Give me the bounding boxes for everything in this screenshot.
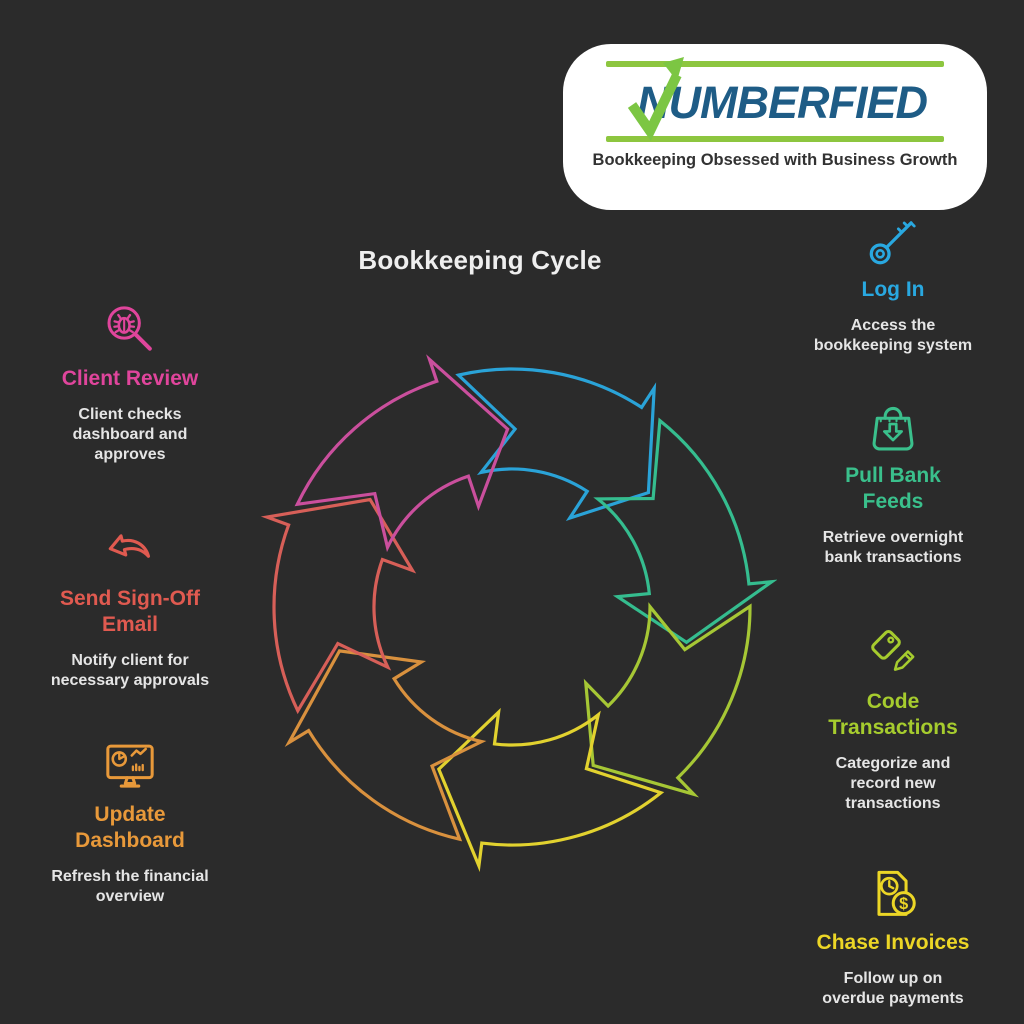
dashboard-monitor-icon — [102, 738, 158, 794]
step-title: Client Review — [61, 367, 199, 390]
logo-accent-line-top — [606, 61, 944, 67]
brand-tagline: Bookkeeping Obsessed with Business Growt… — [592, 151, 958, 169]
step-client-review: Client Review Client checks dashboard an… — [25, 302, 235, 465]
bookkeeping-cycle-diagram — [260, 354, 777, 872]
step-description: Refresh the financial overview — [51, 868, 209, 906]
brand-logo-card: NUMBERFIED Bookkeeping Obsessed with Bus… — [563, 44, 987, 210]
bag-download-icon — [865, 399, 921, 455]
cycle-arrow-7 — [294, 354, 510, 553]
cycle-arrow-3 — [583, 602, 752, 798]
key-icon — [865, 213, 921, 269]
step-update-dashboard: Update Dashboard Refresh the financial o… — [25, 738, 235, 907]
step-title: Pull Bank Feeds — [845, 464, 941, 514]
cycle-arrow-6 — [260, 497, 417, 715]
step-send-sign-off-email: Send Sign-Off Email Notify client for ne… — [25, 524, 235, 691]
step-description: Follow up on overdue payments — [822, 970, 964, 1008]
step-log-in: Log In Access the bookkeeping system — [788, 213, 998, 356]
cycle-arrow-2 — [593, 417, 777, 645]
step-pull-bank-feeds: Pull Bank Feeds Retrieve overnight bank … — [788, 399, 998, 568]
step-chase-invoices: $ Chase Invoices Follow up on overdue pa… — [788, 866, 998, 1009]
step-title: Chase Invoices — [816, 931, 970, 954]
logo-accent-line-bottom — [606, 136, 944, 142]
step-description: Categorize and record new transactions — [835, 755, 951, 813]
step-description: Retrieve overnight bank transactions — [822, 529, 964, 567]
step-description: Access the bookkeeping system — [813, 317, 973, 355]
tag-pencil-icon — [865, 625, 921, 681]
cycle-arrow-4 — [436, 707, 665, 872]
cycle-arrow-1 — [455, 367, 657, 522]
step-title: Update Dashboard — [75, 803, 185, 853]
step-title: Code Transactions — [828, 690, 958, 740]
brand-name: NUMBERFIED — [637, 76, 928, 128]
step-code-transactions: Code Transactions Categorize and record … — [788, 625, 998, 814]
step-description: Notify client for necessary approvals — [50, 652, 210, 690]
invoice-clock-dollar-icon: $ — [865, 866, 921, 922]
bug-magnifier-icon — [102, 302, 158, 358]
reply-arrow-icon — [103, 524, 157, 578]
step-title: Send Sign-Off Email — [60, 587, 200, 637]
step-description: Client checks dashboard and approves — [72, 406, 188, 464]
page-title: Bookkeeping Cycle — [358, 245, 602, 275]
dollar-glyph: $ — [899, 895, 908, 913]
brand-wordmark: NUMBERFIED — [623, 57, 928, 141]
cycle-arrow-5 — [284, 649, 487, 842]
step-title: Log In — [861, 278, 925, 301]
